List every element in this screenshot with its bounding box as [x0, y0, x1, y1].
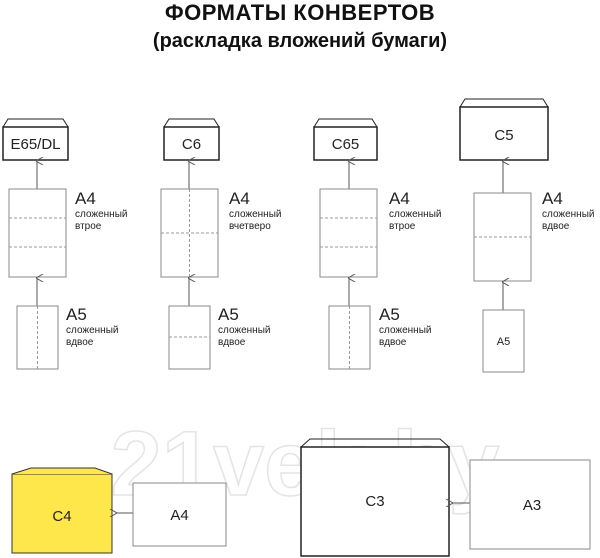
column-e65-dl: E65/DL A4 сложенный втрое A5 сложенный в…	[2, 118, 127, 370]
a5-size-label: A5	[218, 305, 239, 324]
sheet-a4	[473, 192, 532, 282]
a5-size-label: A5	[379, 305, 400, 324]
sheet-a4-bottom	[132, 482, 227, 547]
a4-desc-line2: втрое	[389, 221, 416, 232]
a4-desc-line1: сложенный	[389, 209, 441, 220]
column-c5: C5 A4 сложенный вдвое A5	[459, 98, 594, 373]
page-subtitle: (раскладка вложений бумаги)	[152, 30, 448, 52]
a4-size-label: A4	[75, 189, 96, 208]
sheet-a4	[160, 188, 219, 278]
envelope-c4	[11, 473, 113, 554]
c4-label: C4	[52, 508, 71, 525]
envelope-e65-dl	[2, 126, 69, 161]
a4-label: A4	[170, 507, 188, 524]
sheet-a4	[319, 188, 378, 278]
a5-desc-line1: сложенный	[66, 325, 118, 336]
a4-desc-line1: сложенный	[229, 209, 281, 220]
a4-desc-line2: втрое	[75, 221, 102, 232]
a5-desc-line2: вдвое	[66, 337, 94, 348]
a4-size-label: A4	[542, 189, 563, 208]
envelope-label: E65/DL	[10, 136, 60, 153]
sheet-a4	[8, 188, 67, 278]
c3-label: C3	[365, 493, 384, 510]
envelope-label: C5	[494, 127, 513, 144]
column-c6: C6 A4 сложенный вчетверо A5 сложенный вд…	[160, 118, 281, 370]
a5-desc-line1: сложенный	[218, 325, 270, 336]
envelope-c3	[300, 446, 450, 557]
a4-desc-line2: вчетверо	[229, 221, 271, 232]
envelope-c65	[313, 126, 378, 161]
a4-size-label: A4	[229, 189, 250, 208]
sheet-a5	[482, 309, 525, 373]
column-c65: C65 A4 сложенный втрое A5 сложенный вдво…	[313, 118, 441, 370]
envelope-c5	[459, 106, 549, 161]
a4-size-label: A4	[389, 189, 410, 208]
page-title: ФОРМАТЫ КОНВЕРТОВ	[164, 0, 436, 25]
a5-desc-line1: сложенный	[379, 325, 431, 336]
a4-desc-line2: вдвое	[542, 221, 570, 232]
envelope-label: C6	[182, 136, 201, 153]
envelope-label: C65	[332, 136, 360, 153]
bottom-c4-group: C4 A4	[11, 467, 227, 554]
sheet-a3	[469, 459, 591, 550]
a5-desc-line2: вдвое	[218, 337, 246, 348]
a4-desc-line1: сложенный	[75, 209, 127, 220]
a4-desc-line1: сложенный	[542, 209, 594, 220]
a5-size-label: A5	[66, 305, 87, 324]
a3-label: A3	[523, 497, 541, 514]
a5-inner-label: A5	[497, 336, 510, 348]
a5-desc-line2: вдвое	[379, 337, 407, 348]
bottom-c3-group: C3 A3	[300, 438, 591, 557]
